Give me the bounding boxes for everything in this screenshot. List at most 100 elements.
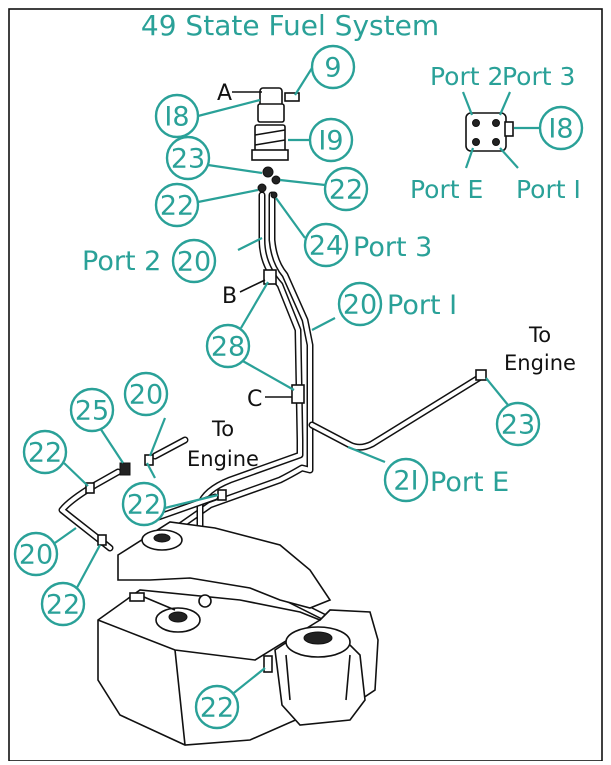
leader-28-c <box>240 359 295 391</box>
callout-22-right-circle <box>323 166 369 212</box>
callout-20-port-2: 20 <box>177 247 211 278</box>
inset-port-e-label: Port E <box>410 175 483 204</box>
callout-22-left-circle <box>154 182 200 228</box>
leader-24 <box>275 197 306 239</box>
callout-23-top: 23 <box>171 144 205 175</box>
port-inset-tab <box>504 121 514 137</box>
leader-22-right <box>279 178 326 187</box>
filler-cap-ribs <box>285 654 351 701</box>
clamp-upper-left <box>85 482 95 494</box>
port-1-dot <box>492 138 500 146</box>
leader-20-port-1 <box>311 317 336 331</box>
callout-inset-18-circle <box>538 105 584 151</box>
port-2-dot <box>472 119 480 127</box>
callout-20-lower-left-circle <box>13 531 59 577</box>
leader-23-right <box>485 377 509 406</box>
clamp-b <box>263 269 277 285</box>
clamp-mid <box>217 489 227 501</box>
leader-9 <box>294 67 313 96</box>
callout-20-left-circle <box>123 371 169 417</box>
bracket-detail <box>254 129 286 146</box>
callout-28: 28 <box>211 332 245 363</box>
callouts: 9 I8 I9 23 22 22 24 20 20 28 23 2I 25 20… <box>13 44 541 730</box>
leader-21 <box>347 445 386 464</box>
right-engine-label: Engine <box>504 351 576 375</box>
inset-port-2-label: Port 2 <box>430 62 503 91</box>
callout-22-right: 22 <box>329 175 363 206</box>
left-engine-to: To <box>211 417 234 441</box>
callout-23-right: 23 <box>501 410 535 441</box>
hose-port-1 <box>158 193 312 542</box>
valve-assembly <box>251 87 300 199</box>
fuel-tank <box>97 521 379 746</box>
callout-20-port-2-circle <box>171 238 217 284</box>
leader-20-port-2 <box>237 237 263 251</box>
callout-inset-18: I8 <box>548 114 573 145</box>
tank-vent-fitting <box>198 594 212 608</box>
hose-21 <box>310 374 484 450</box>
leader-port-2 <box>461 91 474 116</box>
tank-wire <box>143 596 176 611</box>
callout-21-circle <box>383 457 429 503</box>
port-3-dot <box>492 119 500 127</box>
part-24-fitting <box>270 191 278 199</box>
callout-20-port-1-circle <box>337 281 383 327</box>
callout-20-left: 20 <box>129 380 163 411</box>
callout-19-circle <box>308 117 354 163</box>
part-18-valve-body <box>257 103 285 123</box>
leader-23-top <box>207 163 263 175</box>
callout-22-bottom-circle <box>194 684 240 730</box>
callout-22-upper-left-circle <box>22 429 68 475</box>
part-22-clamp-left <box>257 183 267 193</box>
clamp-right-engine <box>475 369 487 381</box>
callout-22-bottom: 22 <box>200 693 234 724</box>
right-engine-to: To <box>528 323 551 347</box>
letter-b: B <box>222 284 237 309</box>
leader-20-left <box>148 417 167 457</box>
leader-22-lower-left <box>72 544 101 596</box>
port-inset: Port 2 Port 3 Port E Port I I8 <box>410 62 584 204</box>
hose-label-port-e: Port E <box>430 467 509 498</box>
part-23-fitting <box>262 166 274 178</box>
hose-label-port-1: Port I <box>387 290 457 321</box>
hose-label-port-2: Port 2 <box>82 246 161 277</box>
letter-a: A <box>217 81 232 106</box>
leader-22-mid-b <box>164 493 219 510</box>
diagram-title: 49 State Fuel System <box>141 9 439 42</box>
callout-20-lower-left: 20 <box>19 540 53 571</box>
callout-18: I8 <box>164 102 189 133</box>
part-9-screw <box>284 92 300 102</box>
callout-9: 9 <box>324 53 341 84</box>
callout-25-circle <box>69 387 115 433</box>
callout-9-circle <box>310 44 356 90</box>
leader-port-3 <box>498 91 512 116</box>
callout-24: 24 <box>309 231 343 262</box>
callout-24-circle <box>303 222 349 268</box>
bracket-base <box>251 149 289 161</box>
port-e-dot <box>472 138 480 146</box>
callout-19: I9 <box>318 126 343 157</box>
callout-23-right-circle <box>495 401 541 447</box>
clamp-lower-left <box>97 534 107 546</box>
tank-edge-vertical <box>174 649 186 746</box>
fuel-sender-center <box>168 611 188 623</box>
leader-port-e <box>464 147 475 169</box>
leader-22-left <box>197 188 259 204</box>
inset-port-1-label: Port I <box>516 175 581 204</box>
hose-label-port-3: Port 3 <box>353 232 432 263</box>
callout-22-lower-left: 22 <box>46 590 80 621</box>
callout-23-top-circle <box>165 135 211 181</box>
callout-28-circle <box>205 323 251 369</box>
leader-port-1 <box>499 147 519 169</box>
callout-21: 2I <box>393 466 418 497</box>
callout-25: 25 <box>75 396 109 427</box>
callout-22-upper-left: 22 <box>28 438 62 469</box>
left-engine-label: Engine <box>187 447 259 471</box>
callout-18-circle <box>154 93 200 139</box>
callout-22-mid: 22 <box>127 490 161 521</box>
callout-20-port-1: 20 <box>343 290 377 321</box>
callout-22-mid-circle <box>121 481 167 527</box>
leader-22-upper-left <box>63 462 89 487</box>
leader-25 <box>99 427 124 464</box>
